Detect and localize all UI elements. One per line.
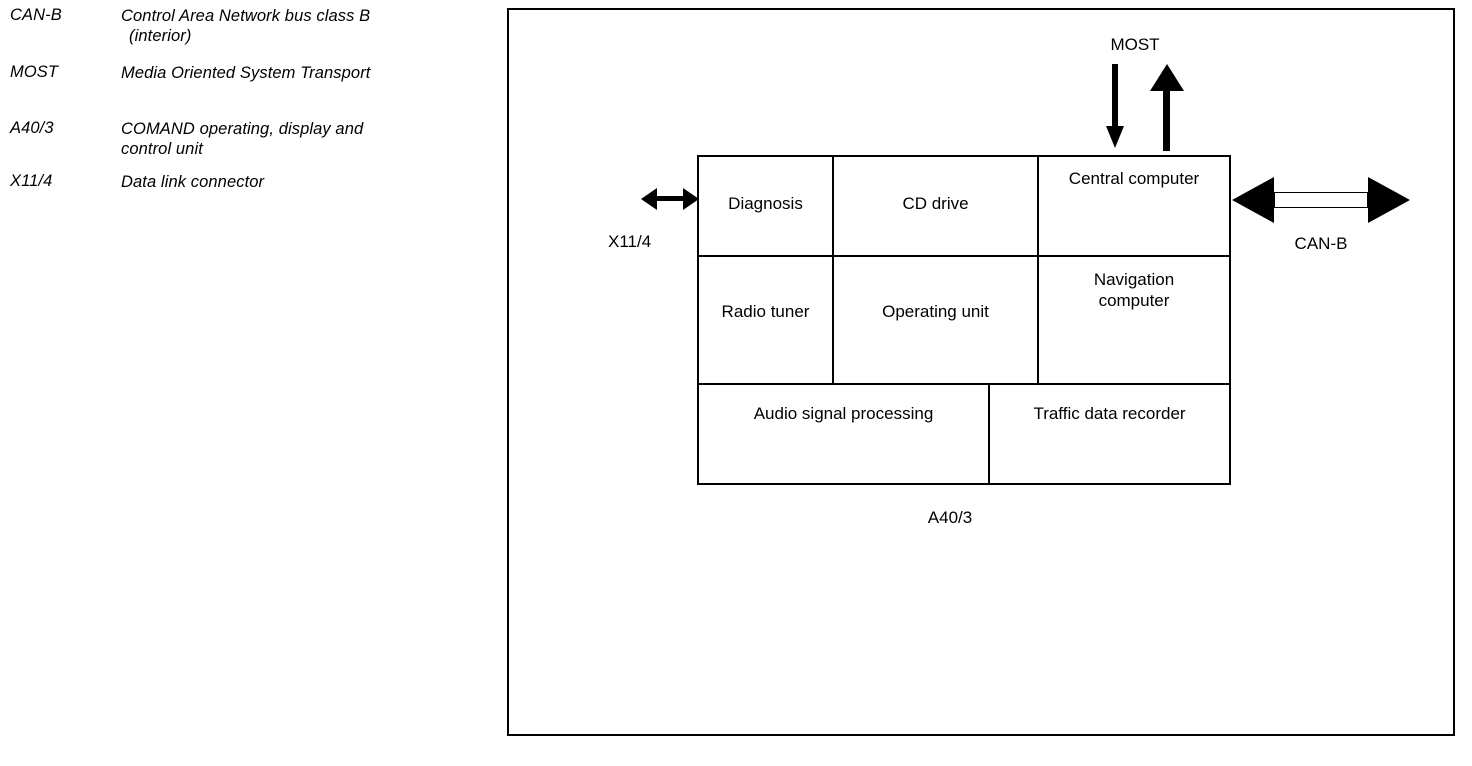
grid-vrule-col1: [832, 157, 834, 383]
cell-navigation-computer[interactable]: Navigation computer: [1039, 257, 1229, 383]
arrow-shaft-fill: [1275, 193, 1367, 207]
cell-label: Central computer: [1068, 169, 1200, 188]
legend-definition-line1: Media Oriented System Transport: [121, 64, 371, 82]
arrow-head-up: [1150, 64, 1184, 91]
legend-term: A40/3: [10, 119, 54, 137]
cell-cd-drive[interactable]: CD drive: [834, 157, 1037, 255]
legend-definition-line1: COMAND operating, display and: [121, 120, 364, 138]
legend-definition: COMAND operating, display and control un…: [121, 119, 486, 159]
cell-label-line2: computer: [1098, 291, 1170, 310]
arrow-shaft: [1112, 64, 1118, 128]
cell-label: Audio signal processing: [753, 404, 934, 423]
legend-definition-line1: Control Area Network bus class B: [121, 7, 371, 25]
cell-traffic-data-recorder[interactable]: Traffic data recorder: [990, 385, 1229, 483]
legend-definition-line2: (interior): [129, 27, 192, 45]
legend-term: X11/4: [10, 172, 53, 190]
can-b-label: CAN-B: [1294, 234, 1348, 253]
cell-label: Operating unit: [882, 302, 989, 321]
cell-operating-unit[interactable]: Operating unit: [834, 257, 1037, 383]
arrow-shaft: [1163, 89, 1170, 151]
cell-label: Traffic data recorder: [1033, 404, 1186, 423]
legend-term: MOST: [10, 63, 59, 81]
legend-definition: Data link connector: [121, 172, 486, 192]
legend-definition-line2: control unit: [121, 140, 203, 158]
a40-3-caption: A40/3: [927, 508, 973, 527]
cell-label-line1: Navigation: [1093, 270, 1175, 289]
legend-term: CAN-B: [10, 6, 62, 24]
grid-vrule-col2: [1037, 157, 1039, 383]
grid-vrule-bottom: [988, 383, 990, 483]
can-b-double-arrow-icon: [1232, 176, 1410, 224]
arrow-shaft: [652, 196, 688, 201]
x11-4-label: X11/4: [608, 232, 652, 251]
grid-hrule-row1: [699, 255, 1229, 257]
x11-4-double-arrow-icon: [641, 188, 699, 210]
cell-label: Diagnosis: [728, 194, 803, 213]
a40-3-block-grid: Diagnosis CD drive Central computer Radi…: [697, 155, 1231, 485]
arrow-head-right: [683, 188, 699, 210]
grid-hrule-row2: [699, 383, 1229, 385]
arrow-head-left: [641, 188, 657, 210]
cell-central-computer[interactable]: Central computer: [1039, 157, 1229, 255]
cell-label: Radio tuner: [721, 302, 810, 321]
legend-definition-line1: Data link connector: [121, 173, 265, 191]
cell-label: CD drive: [902, 194, 969, 213]
legend-definition: Media Oriented System Transport: [121, 63, 486, 83]
legend-definition: Control Area Network bus class B (interi…: [121, 6, 486, 46]
most-down-arrow-icon: [1106, 64, 1124, 150]
most-label: MOST: [1110, 35, 1160, 54]
cell-audio-signal-processing[interactable]: Audio signal processing: [699, 385, 988, 483]
legend-block: CAN-B Control Area Network bus class B (…: [0, 0, 490, 210]
can-b-arrow-svg: [1232, 177, 1410, 223]
most-up-arrow-icon: [1150, 64, 1184, 154]
cell-diagnosis[interactable]: Diagnosis: [699, 157, 832, 255]
arrow-head-down: [1106, 126, 1124, 148]
cell-radio-tuner[interactable]: Radio tuner: [699, 257, 832, 383]
